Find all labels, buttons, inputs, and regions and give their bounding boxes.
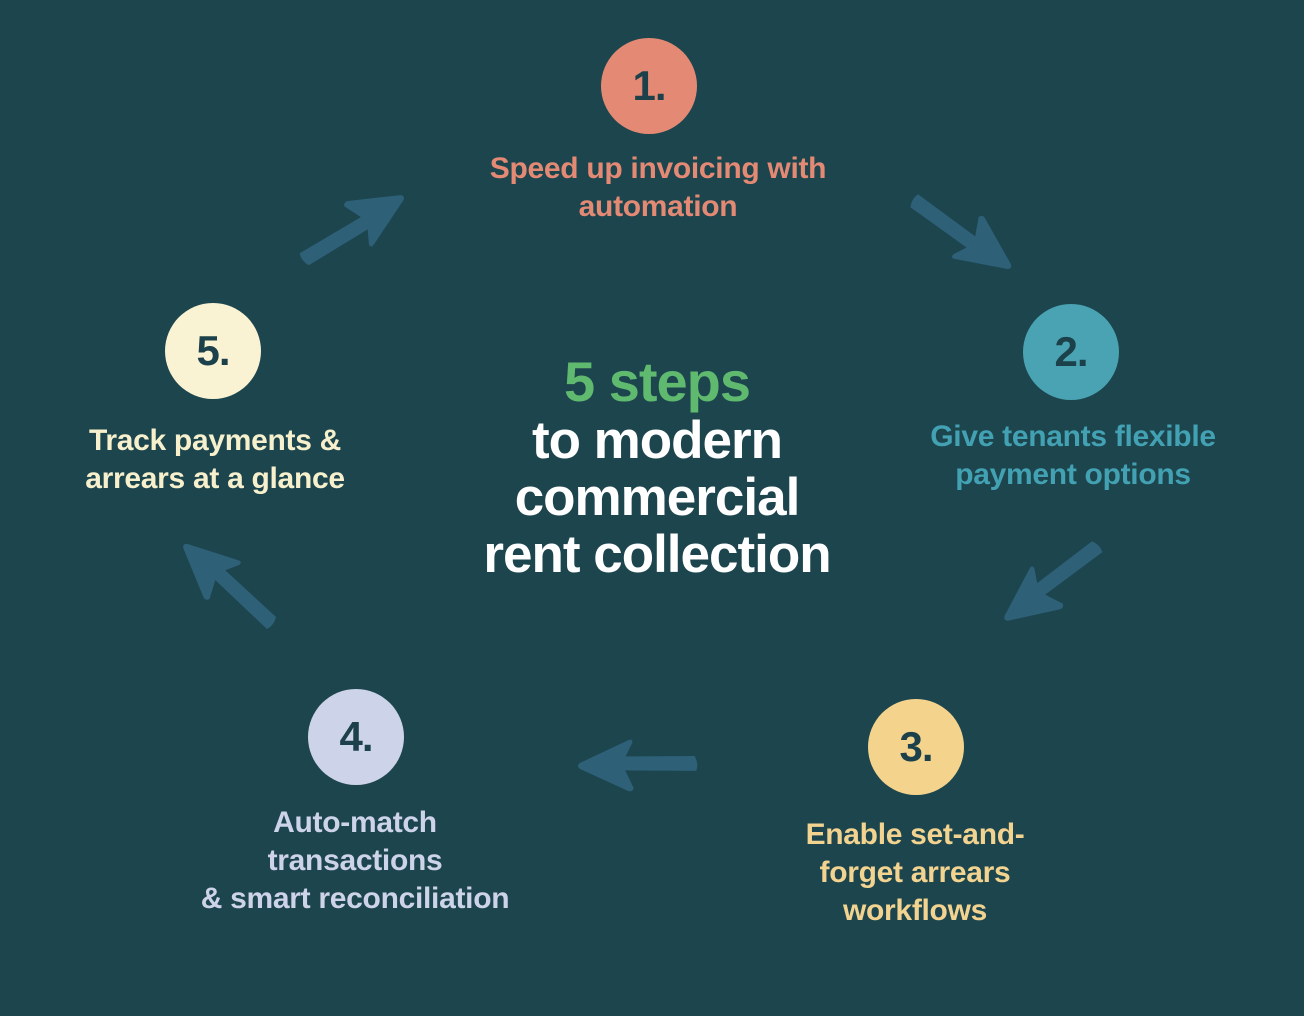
arrow-step1-to-step2-icon: [910, 194, 1012, 270]
step-3-label: Enable set-and- forget arrears workflows: [805, 818, 1025, 927]
step-3-circle: 3.: [868, 699, 964, 795]
arrow-step2-to-step3-icon: [1004, 541, 1103, 621]
step-5-circle: 5.: [165, 303, 261, 399]
step-2-circle: 2.: [1023, 304, 1119, 400]
title-highlight: 5 steps: [564, 350, 751, 413]
step-3-number: 3.: [899, 723, 933, 770]
arrow-step4-to-step5-icon: [183, 543, 277, 629]
title-block: 5 steps to modern commercial rent collec…: [332, 350, 982, 584]
title-text: to modern commercial rent collection: [483, 411, 831, 584]
step-4-label: Auto-match transactions & smart reconcil…: [200, 806, 510, 915]
step-4-number: 4.: [339, 713, 373, 760]
arrow-step5-to-step1-icon: [299, 195, 404, 266]
step-1-number: 1.: [632, 62, 666, 109]
step-2-label: Give tenants flexible payment options: [930, 420, 1216, 491]
step-5-label: Track payments & arrears at a glance: [85, 424, 345, 495]
step-4-circle: 4.: [308, 689, 404, 785]
step-2-number: 2.: [1054, 328, 1088, 375]
step-1-circle: 1.: [601, 38, 697, 134]
step-5-number: 5.: [196, 327, 230, 374]
step-1-label: Speed up invoicing with automation: [489, 152, 827, 223]
arrow-step3-to-step4-icon: [577, 739, 698, 792]
